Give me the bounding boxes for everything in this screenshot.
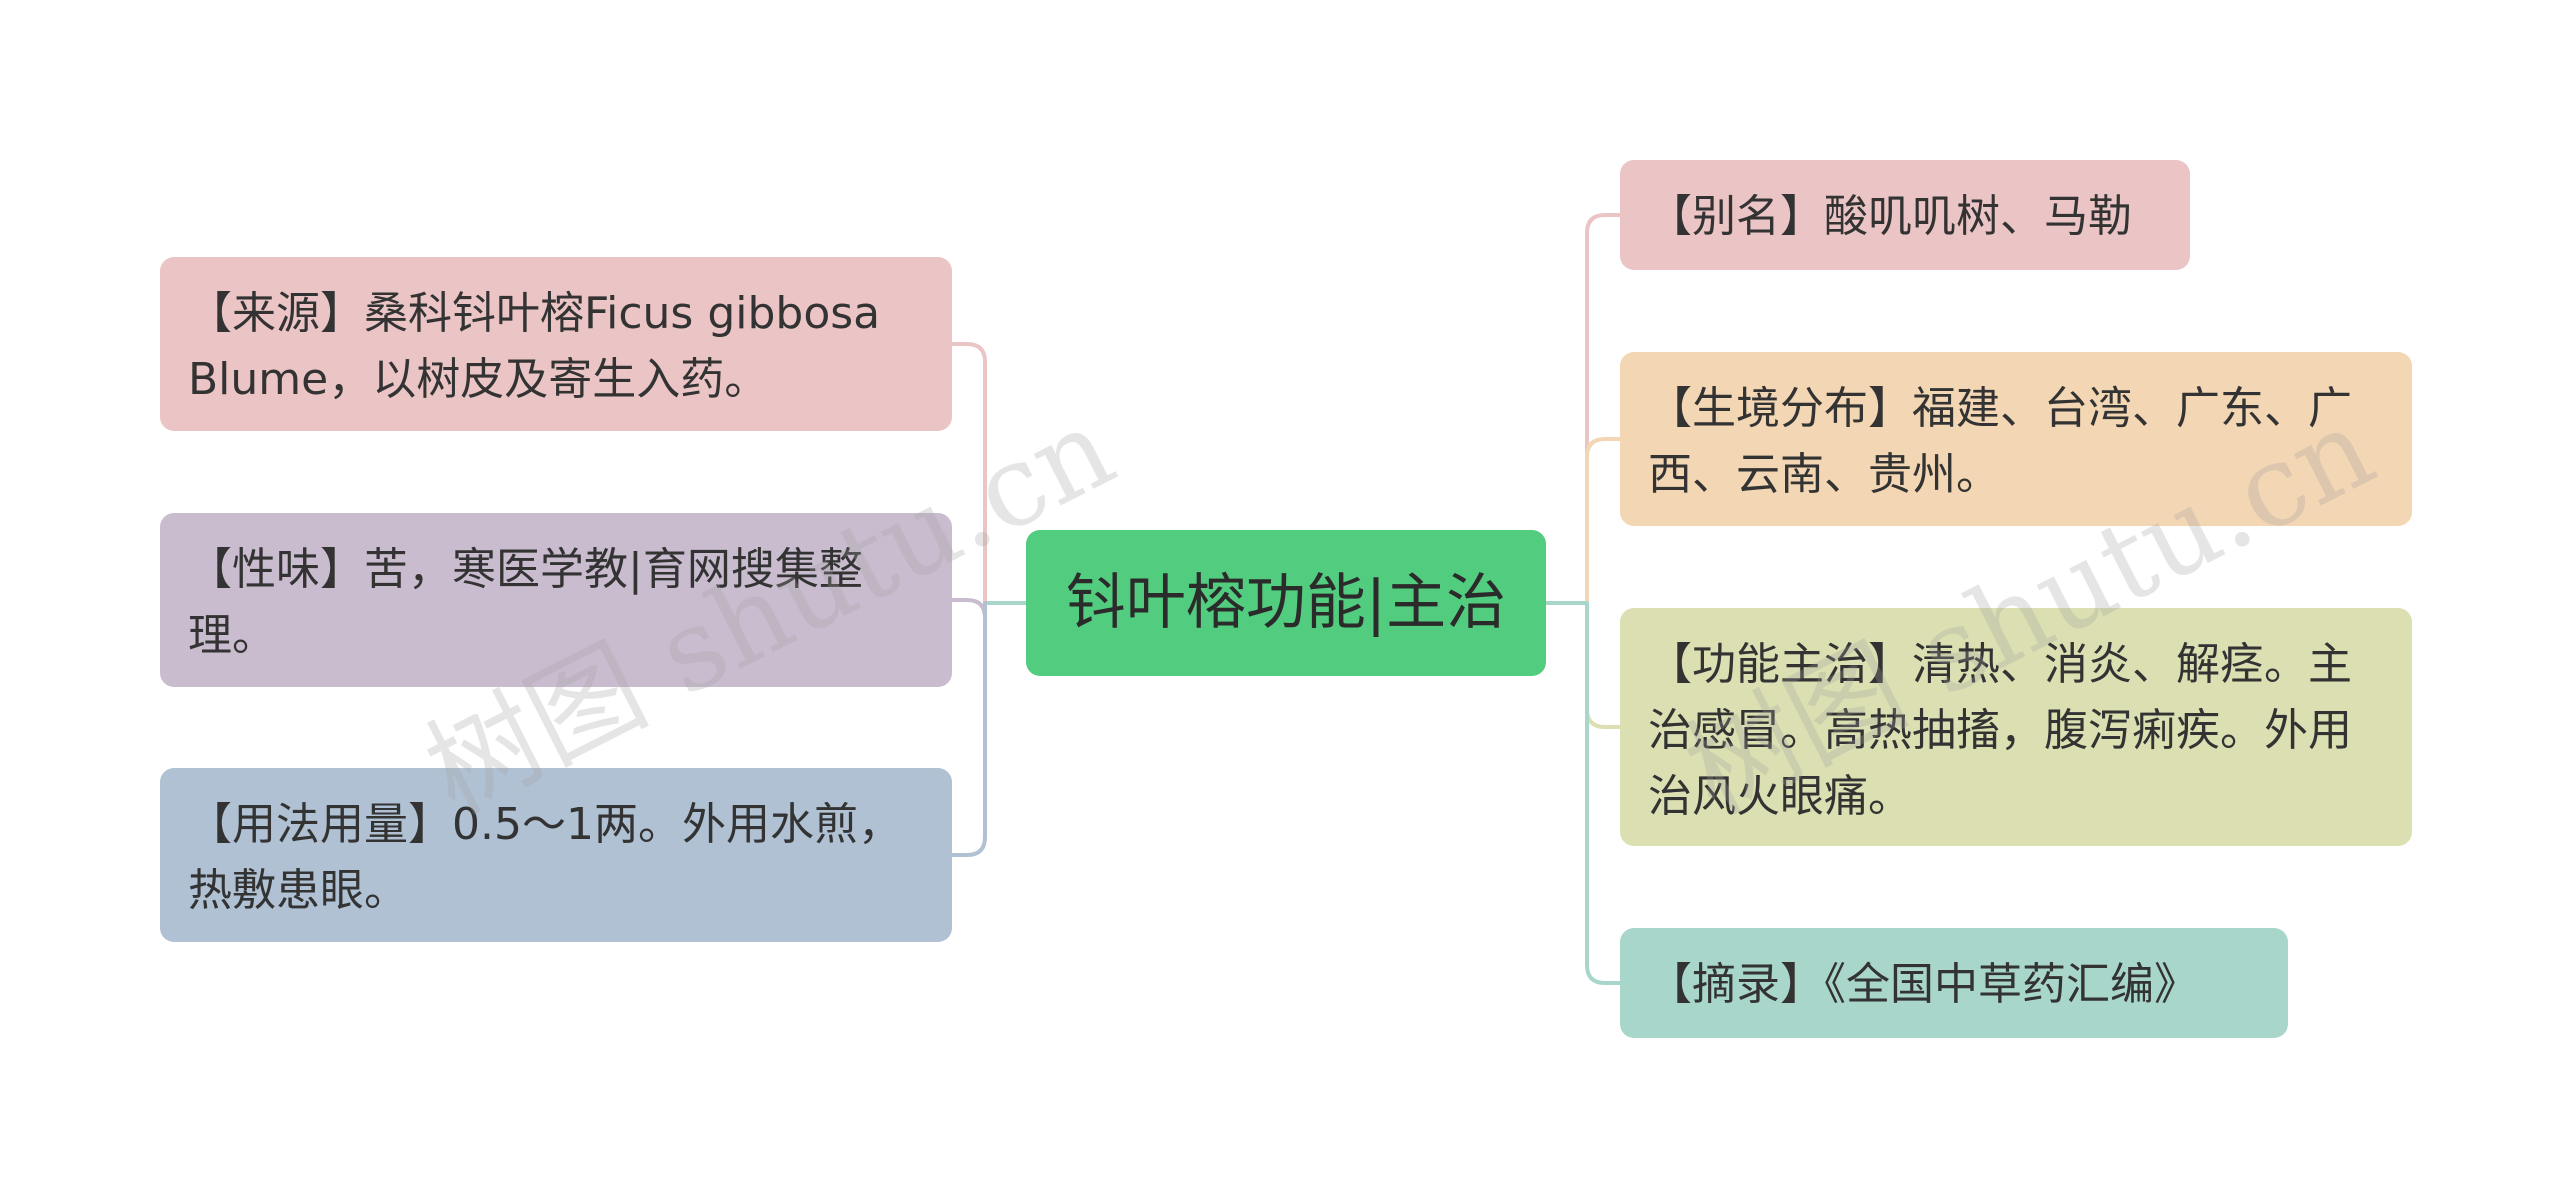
connector-left-2 — [950, 601, 987, 857]
topic-source[interactable]: 【来源】桑科钭叶榕Ficus gibbosa Blume，以树皮及寄生入药。 — [160, 257, 952, 431]
topic-alias[interactable]: 【别名】酸叽叽树、马勒 — [1620, 160, 2190, 270]
topic-taste-nature[interactable]: 【性味】苦，寒医学教|育网搜集整理。 — [160, 513, 952, 687]
topic-excerpt[interactable]: 【摘录】《全国中草药汇编》 — [1620, 928, 2288, 1038]
connector-right-3 — [1585, 601, 1622, 985]
connector-right-0 — [1585, 213, 1622, 605]
topic-function-indications[interactable]: 【功能主治】清热、消炎、解痉。主治感冒。高热抽搐，腹泻痢疾。外用治风火眼痛。 — [1620, 608, 2412, 846]
topic-habitat-distribution[interactable]: 【生境分布】福建、台湾、广东、广西、云南、贵州。 — [1620, 352, 2412, 526]
connector-left-1 — [950, 598, 987, 619]
connector-right-1 — [1585, 437, 1622, 605]
central-topic[interactable]: 钭叶榕功能|主治 — [1026, 530, 1546, 676]
connector-right-2 — [1585, 601, 1622, 729]
connector-left-0 — [950, 342, 987, 605]
topic-usage-dosage[interactable]: 【用法用量】0.5～1两。外用水煎，热敷患眼。 — [160, 768, 952, 942]
